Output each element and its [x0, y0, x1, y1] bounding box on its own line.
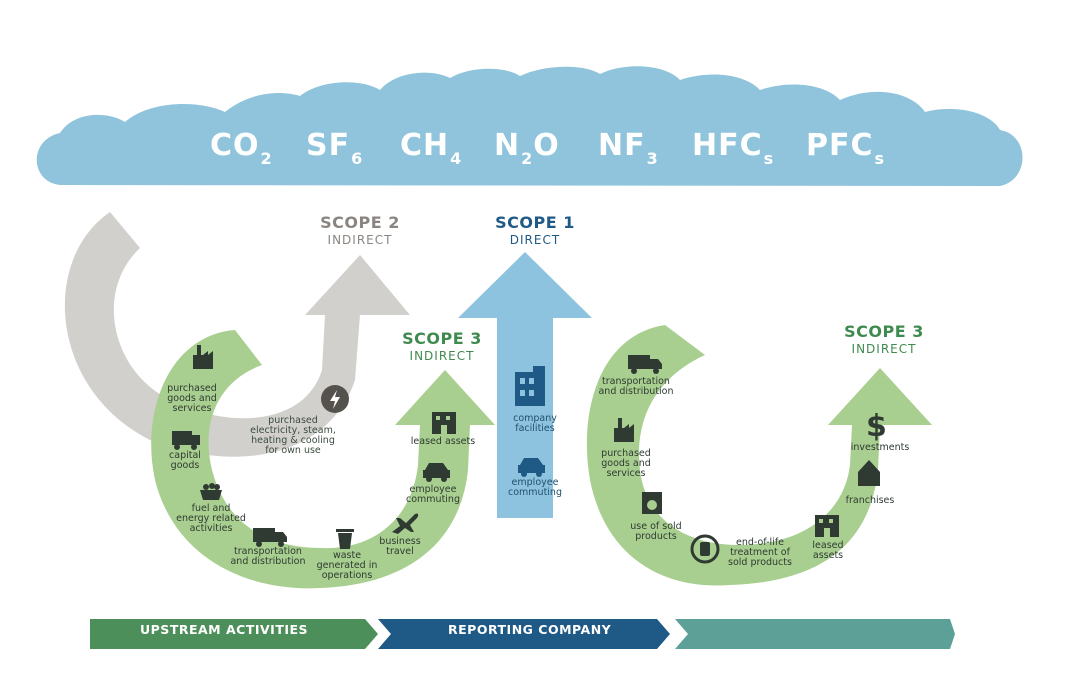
- downstream-item: leased assets: [812, 540, 844, 561]
- downstream-item: investments: [850, 442, 910, 453]
- scope3-upstream-subtitle: INDIRECT: [409, 349, 475, 363]
- scope1-heading: SCOPE 1 DIRECT: [475, 213, 595, 247]
- scope1-item: company facilities: [513, 413, 557, 434]
- upstream-item: capital goods: [169, 450, 201, 471]
- upstream-item: business travel: [379, 536, 421, 557]
- scope1-item: employee commuting: [508, 477, 562, 498]
- gas-label: CH4: [400, 128, 463, 168]
- dollar-icon: $: [866, 409, 887, 444]
- emissions-cloud: [36, 66, 1023, 186]
- reporting-bar-label: REPORTING COMPANY: [448, 622, 612, 637]
- factory-icon: [614, 418, 634, 442]
- delivery-truck-icon: [628, 355, 662, 374]
- gas-label: SF6: [306, 128, 364, 168]
- downstream-item: use of sold products: [630, 521, 682, 542]
- building-icon: [515, 366, 545, 406]
- truck-icon: [172, 431, 200, 450]
- upstream-item: transportation and distribution: [230, 546, 306, 567]
- upstream-item: purchased goods and services: [167, 383, 217, 414]
- scope2-subtitle: INDIRECT: [327, 233, 393, 247]
- scope3-downstream-arrow: [586, 325, 932, 586]
- scope2-item: purchased electricity, steam, heating & …: [250, 415, 336, 456]
- upstream-item: employee commuting: [406, 484, 460, 505]
- scope3-downstream-heading: SCOPE 3 INDIRECT: [824, 322, 944, 356]
- upstream-item: fuel and energy related activities: [176, 503, 246, 534]
- scope1-subtitle: DIRECT: [509, 233, 561, 247]
- gas-label: NF3: [598, 128, 659, 168]
- reporting-bar: [378, 619, 670, 649]
- downstream-bar: [675, 619, 955, 649]
- upstream-item: waste generated in operations: [316, 550, 378, 581]
- downstream-item: transportation and distribution: [598, 376, 674, 397]
- scope2-heading: SCOPE 2 INDIRECT: [300, 213, 420, 247]
- airplane-icon: [392, 513, 419, 534]
- scope3-downstream-title: SCOPE 3: [844, 322, 924, 341]
- scope3-downstream-subtitle: INDIRECT: [851, 342, 917, 356]
- recycle-icon: [690, 534, 720, 564]
- delivery-truck-icon: [253, 528, 287, 547]
- car-icon: [518, 458, 545, 477]
- building-icon: [815, 515, 839, 537]
- upstream-bar: [90, 619, 378, 649]
- lightning-icon: [321, 385, 349, 413]
- upstream-bar-label: UPSTREAM ACTIVITIES: [140, 622, 309, 637]
- coal-cart-icon: [200, 483, 222, 500]
- trash-icon: [336, 529, 354, 549]
- building-icon: [432, 412, 456, 434]
- upstream-item: leased assets: [410, 436, 476, 447]
- scope3-upstream-title: SCOPE 3: [402, 329, 482, 348]
- scope2-title: SCOPE 2: [320, 213, 400, 232]
- gas-label: N2O: [494, 128, 560, 168]
- house-icon: [858, 460, 880, 486]
- downstream-item: end-of-life treatment of sold products: [728, 537, 792, 568]
- scope3-upstream-heading: SCOPE 3 INDIRECT: [382, 329, 502, 363]
- factory-icon: [193, 345, 213, 369]
- downstream-item: purchased goods and services: [601, 448, 651, 479]
- scope1-title: SCOPE 1: [495, 213, 575, 232]
- washing-machine-icon: [642, 492, 662, 514]
- gas-label: PFCs: [806, 128, 886, 168]
- car-icon: [423, 463, 450, 482]
- gas-label: HFCs: [692, 128, 775, 168]
- svg-text:$: $: [866, 409, 887, 444]
- gas-label: CO2: [210, 128, 273, 168]
- downstream-item: franchises: [845, 495, 895, 506]
